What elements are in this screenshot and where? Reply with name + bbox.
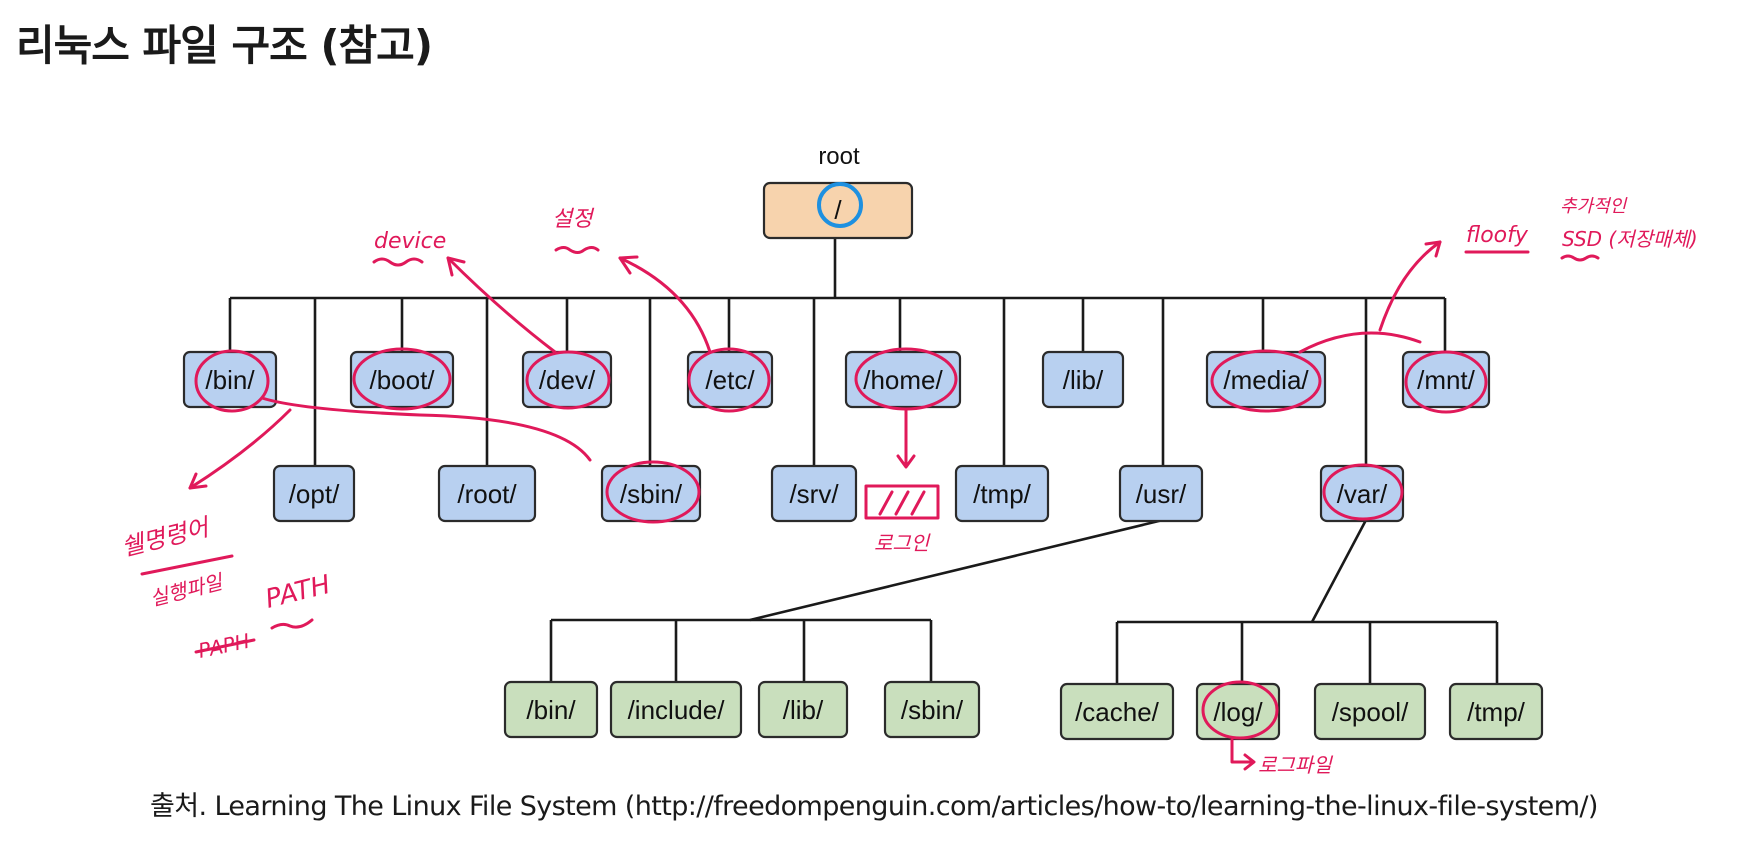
svg-text:/root/: /root/: [457, 479, 517, 509]
node-media: /media/: [1205, 350, 1327, 409]
node-etc: /etc/: [686, 350, 774, 409]
page-title: 리눅스 파일 구조 (참고): [16, 21, 433, 70]
svg-text:/usr/: /usr/: [1136, 479, 1187, 509]
annotation-device: device: [374, 229, 446, 254]
svg-text:/cache/: /cache/: [1075, 697, 1160, 727]
source-citation: 출처. Learning The Linux File System (http…: [150, 791, 1598, 822]
node-usr: /usr/: [1118, 464, 1204, 523]
annotation-settings: 설정: [552, 207, 595, 232]
root-node: /: [762, 181, 914, 240]
node-root: /root/: [437, 464, 537, 523]
node-dev: /dev/: [521, 350, 613, 409]
root-highlight-circle: [817, 182, 863, 228]
svg-text:/var/: /var/: [1337, 479, 1388, 509]
svg-text:/bin/: /bin/: [526, 695, 576, 725]
svg-text:/dev/: /dev/: [539, 365, 596, 395]
svg-text:/log/: /log/: [1213, 697, 1263, 727]
svg-text:/lib/: /lib/: [1063, 365, 1104, 395]
svg-text:/lib/: /lib/: [783, 695, 824, 725]
node-mnt: /mnt/: [1401, 350, 1491, 409]
node-usr-lib: /lib/: [757, 680, 849, 739]
node-var-spool: /spool/: [1313, 682, 1427, 741]
svg-text:/sbin/: /sbin/: [620, 479, 683, 509]
node-srv: /srv/: [770, 464, 858, 523]
handwritten-arrows: [188, 240, 1442, 771]
annotation-login: 로그인: [874, 531, 931, 555]
node-home: /home/: [844, 350, 962, 409]
annotation-path: PATH: [262, 570, 333, 615]
svg-text:/home/: /home/: [863, 365, 943, 395]
svg-text:/srv/: /srv/: [789, 479, 839, 509]
svg-text:/boot/: /boot/: [369, 365, 435, 395]
handwritten-highlight-circles: [194, 347, 1488, 740]
svg-text:/tmp/: /tmp/: [1467, 697, 1526, 727]
svg-text:/media/: /media/: [1223, 365, 1309, 395]
node-opt: /opt/: [272, 464, 356, 523]
node-tmp: /tmp/: [954, 464, 1050, 523]
node-lib: /lib/: [1041, 350, 1125, 409]
svg-text:/etc/: /etc/: [705, 365, 755, 395]
node-usr-sbin: /sbin/: [883, 680, 981, 739]
node-usr-bin: /bin/: [503, 680, 599, 739]
annotation-log-file: 로그파일: [1258, 753, 1333, 777]
svg-text:/sbin/: /sbin/: [901, 695, 964, 725]
node-bin: /bin/: [182, 350, 278, 409]
svg-text:/mnt/: /mnt/: [1417, 365, 1476, 395]
node-var-tmp: /tmp/: [1448, 682, 1544, 741]
svg-text:/opt/: /opt/: [289, 479, 340, 509]
node-boot: /boot/: [349, 350, 455, 409]
root-label: root: [818, 143, 860, 170]
node-var-cache: /cache/: [1059, 682, 1175, 741]
svg-text:/include/: /include/: [628, 695, 726, 725]
node-usr-include: /include/: [609, 680, 743, 739]
node-var-log: /log/: [1195, 682, 1281, 741]
annotation-ssd: SSD (저장매체): [1562, 227, 1698, 251]
annotation-shell-commands: 쉘명령어: [119, 513, 214, 562]
tree-connectors: [228, 238, 1499, 684]
svg-text:/tmp/: /tmp/: [973, 479, 1032, 509]
root-node-label: /: [834, 195, 842, 225]
login-box-sketch: [864, 484, 940, 520]
annotation-floppy: floofy: [1466, 223, 1529, 248]
svg-text:/bin/: /bin/: [205, 365, 255, 395]
svg-text:/spool/: /spool/: [1332, 697, 1409, 727]
annotation-executables: 실행파일: [147, 569, 226, 610]
annotation-additional: 추가적인: [1560, 196, 1628, 217]
